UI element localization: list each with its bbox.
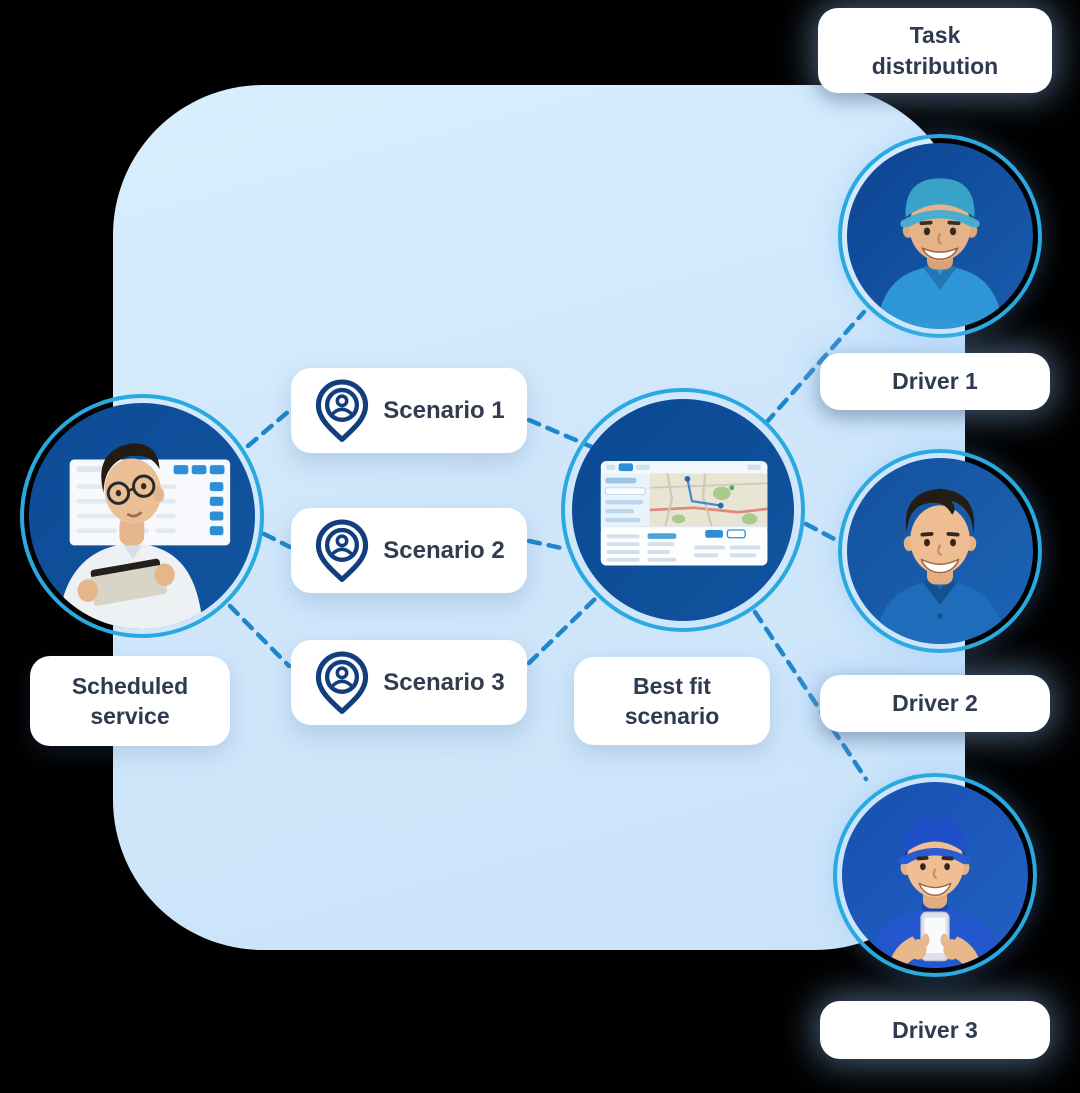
dispatcher-person [58,443,204,629]
scenario-2-card: Scenario 2 [291,508,527,593]
driver-2-circle [838,449,1042,653]
scheduled-service-text: Scheduled service [71,672,189,729]
scenario-1-card: Scenario 1 [291,368,527,453]
driver-1-illustration [847,143,1033,329]
driver-3-circle [833,773,1037,977]
driver-2-photo [847,458,1033,644]
scenario-2-label: Scenario 2 [383,536,505,564]
scenario-3-card: Scenario 3 [291,640,527,725]
driver-1-text: Driver 1 [892,368,978,395]
person-location-pin-icon [315,650,369,714]
best-fit-text: Best fit scenario [624,672,720,729]
dispatcher-photo [29,403,255,629]
driver-3-text: Driver 3 [892,1016,978,1043]
driver-1-circle [838,134,1042,338]
tablet [89,558,168,606]
route-dashboard-illustration [572,399,794,621]
scenario-3-label: Scenario 3 [383,668,505,696]
person-location-pin-icon [315,518,369,582]
best-fit-circle [561,388,805,632]
driver-3-illustration [842,782,1028,968]
driver-3-photo [842,782,1028,968]
best-fit-label: Best fit scenario [574,657,770,745]
driver-1-label: Driver 1 [820,353,1050,410]
best-fit-dashboard-photo [572,399,794,621]
driver-2-text: Driver 2 [892,690,978,717]
dashboard-card [600,461,768,566]
scheduled-service-circle [20,394,264,638]
scheduled-service-label: Scheduled service [30,656,230,746]
driver-2-illustration [847,458,1033,644]
dispatcher-illustration [29,403,255,629]
person-location-pin-icon [315,378,369,442]
driver-3-label: Driver 3 [820,1001,1050,1059]
scenario-1-label: Scenario 1 [383,396,505,424]
task-distribution-text: Task distribution [871,22,999,79]
driver-2-label: Driver 2 [820,675,1050,732]
driver-1-photo [847,143,1033,329]
task-distribution-label: Task distribution [818,8,1052,93]
